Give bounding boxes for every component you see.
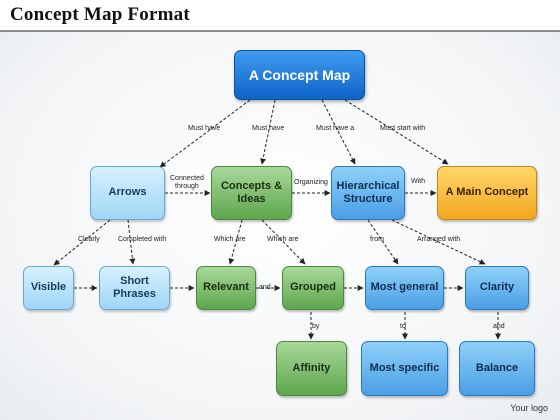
edge-label-must-have-1: Must have <box>188 125 221 132</box>
edge-label-which-are-2: Which are <box>267 236 299 243</box>
node-balance: Balance <box>459 341 535 396</box>
edge-arrows-visible <box>53 219 111 266</box>
edge-root-main-concept <box>344 99 449 165</box>
node-short-phrases: Short Phrases <box>99 266 170 310</box>
edge-label-must-have-2: Must have <box>252 125 285 132</box>
node-relevant: Relevant <box>196 266 256 310</box>
edge-label-organizing: Organizing <box>294 179 328 186</box>
logo-text: Your logo <box>510 403 548 413</box>
edge-label-and-2: and <box>493 323 505 330</box>
node-concepts-ideas: Concepts & Ideas <box>211 166 292 220</box>
edge-label-completed-with: Completed with <box>118 236 167 243</box>
node-grouped: Grouped <box>282 266 344 310</box>
node-arrows: Arrows <box>90 166 165 220</box>
edge-arrows-short-phrases <box>127 219 136 265</box>
edge-label-must-have-a: Must have a <box>316 125 355 132</box>
edge-label-by: by <box>312 323 320 330</box>
edge-root-arrows <box>159 99 251 168</box>
edge-label-arranged-with: Arranged with <box>417 236 461 243</box>
edge-label-to: to <box>400 323 406 330</box>
edge-label-clearly: Clearly <box>78 236 100 243</box>
edge-label-must-start-with: Must start with <box>380 125 426 132</box>
edge-label-and-1: and <box>259 284 271 291</box>
edge-label-with: With <box>411 178 425 185</box>
edge-hierarchical-general <box>367 219 399 265</box>
node-root: A Concept Map <box>234 50 365 100</box>
edge-label-from: from <box>370 236 384 243</box>
node-hierarchical-structure: Hierarchical Structure <box>331 166 405 220</box>
page-title: Concept Map Format <box>10 4 190 25</box>
node-most-general: Most general <box>365 266 444 310</box>
edge-label-which-are-1: Which are <box>214 236 246 243</box>
edge-root-concepts <box>260 99 276 165</box>
edge-hierarchical-clarity <box>391 219 486 265</box>
title-divider <box>0 30 560 32</box>
node-main-concept: A Main Concept <box>437 166 537 220</box>
edge-label-connected: Connected through <box>170 175 204 190</box>
node-clarity: Clarity <box>465 266 529 310</box>
node-most-specific: Most specific <box>361 341 448 396</box>
node-affinity: Affinity <box>276 341 347 396</box>
node-visible: Visible <box>23 266 74 310</box>
edge-root-hierarchical <box>321 99 356 165</box>
edge-concepts-grouped <box>261 219 306 265</box>
edge-concepts-relevant <box>228 219 243 265</box>
